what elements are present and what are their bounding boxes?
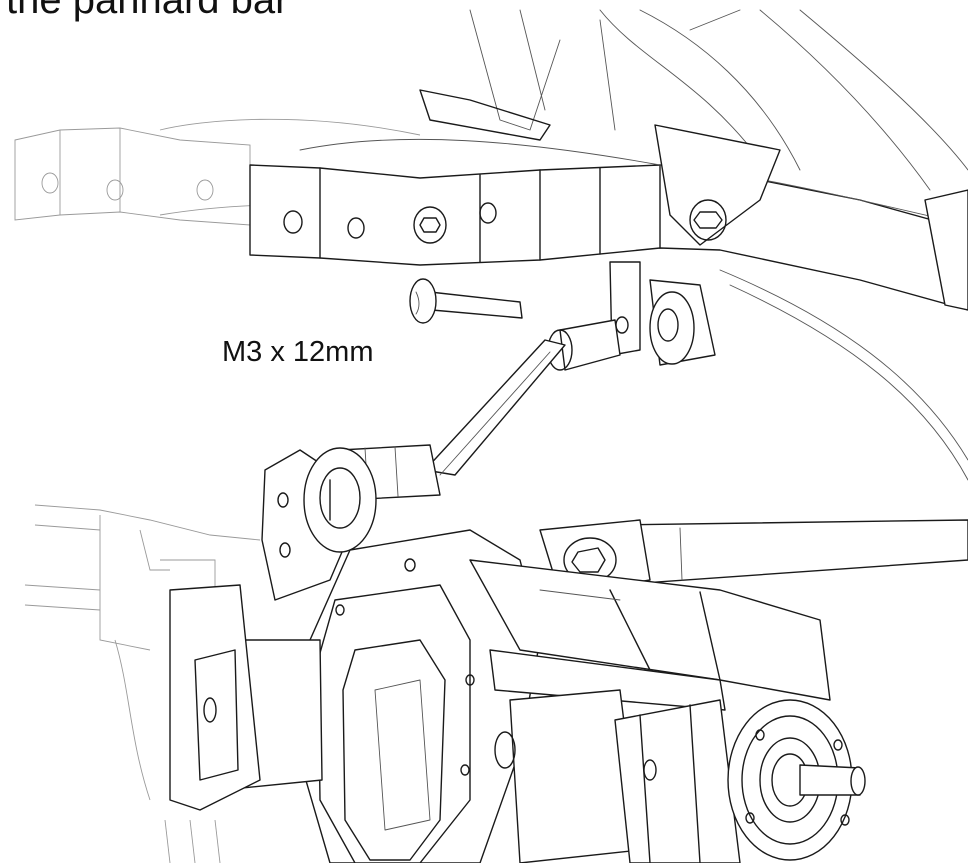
differential-housing <box>299 529 541 863</box>
upper-frame-tower <box>419 9 968 191</box>
caption-text: the panhard bar <box>6 0 289 22</box>
left-faint-parts <box>24 504 261 801</box>
wheel-hub <box>727 699 866 861</box>
shock-mount-bracket <box>654 124 968 311</box>
screw-callout-label: M3 x 12mm <box>222 336 374 368</box>
panhard-mount-axle <box>261 447 377 601</box>
chassis-rail-main <box>249 138 968 311</box>
panhard-mount-upper <box>609 261 716 366</box>
m3-screw <box>409 278 523 324</box>
axle-tube-right <box>494 689 741 863</box>
axle-truss <box>469 559 831 711</box>
body-arc <box>719 269 968 481</box>
panhard-bar <box>329 319 621 501</box>
axle-tube-left <box>164 584 323 863</box>
